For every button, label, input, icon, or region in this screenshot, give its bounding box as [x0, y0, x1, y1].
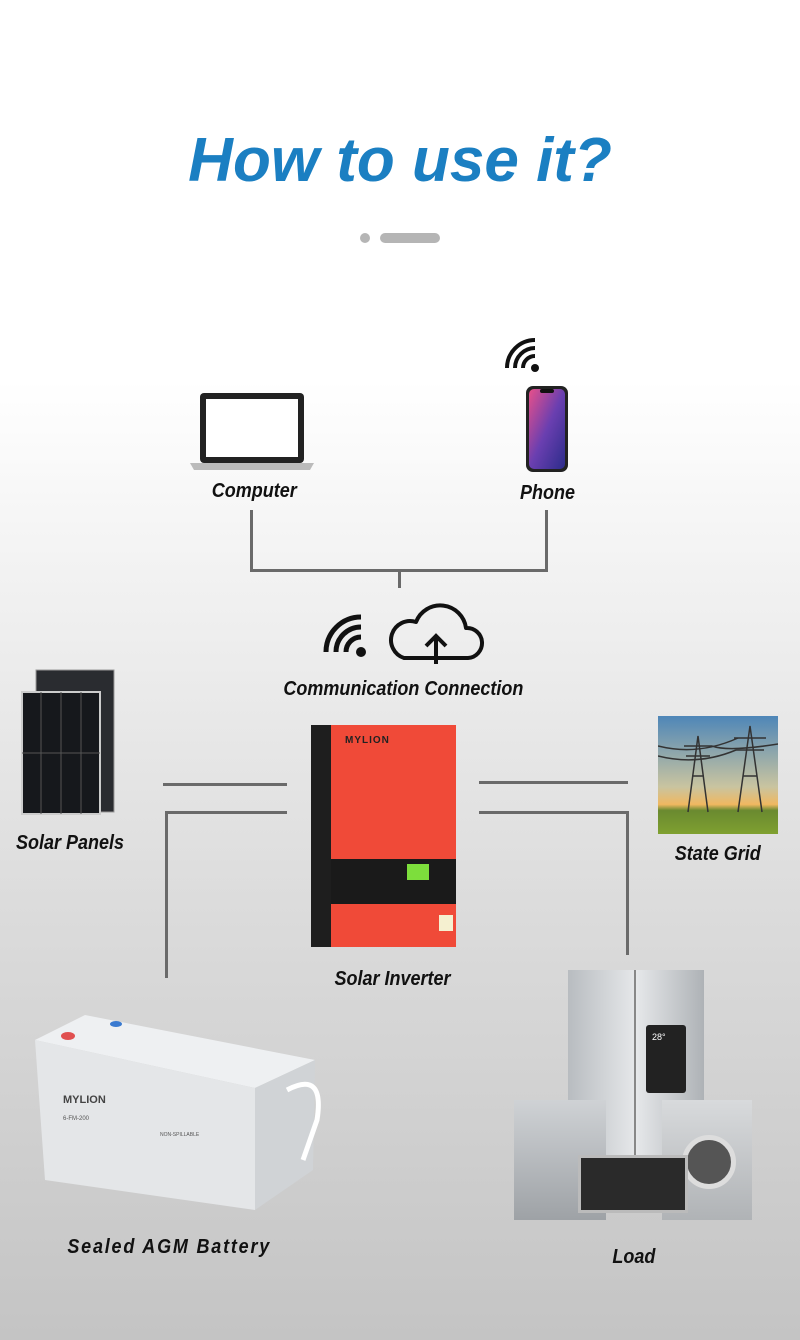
brand-logo: MYLION — [345, 735, 390, 746]
connector-line — [250, 510, 253, 572]
connector-line — [165, 811, 168, 978]
phone-icon — [526, 386, 568, 472]
battery-model: 6-FM-200 — [63, 1116, 90, 1122]
load-appliances-image: 28° — [514, 970, 754, 1225]
connector-line — [163, 783, 287, 786]
laptop-icon — [190, 393, 314, 470]
load-label: Load — [612, 1246, 656, 1268]
computer-label: Computer — [211, 480, 297, 502]
wifi-icon — [323, 614, 366, 657]
solar-panels-image — [21, 669, 115, 815]
state-grid-label: State Grid — [674, 843, 761, 865]
communication-label: Communication Connection — [283, 678, 524, 700]
solar-inverter-label: Solar Inverter — [334, 968, 451, 990]
connector-line — [479, 811, 629, 814]
connector-line — [398, 569, 401, 588]
state-grid-image — [658, 716, 778, 834]
connector-line — [165, 811, 287, 814]
cloud-upload-icon — [389, 603, 485, 664]
page-title: How to use it? — [188, 126, 612, 195]
connector-line — [545, 510, 548, 572]
solar-inverter-image: MYLION — [311, 725, 456, 947]
agm-battery-image: MYLION 6-FM-200 NON-SPILLABLE — [35, 1015, 321, 1210]
solar-panels-label: Solar Panels — [16, 832, 125, 854]
phone-label: Phone — [520, 482, 576, 504]
battery-brand: MYLION — [63, 1094, 106, 1106]
connector-line — [626, 811, 629, 955]
battery-tag: NON-SPILLABLE — [160, 1132, 200, 1138]
battery-label: Sealed AGM Battery — [67, 1236, 272, 1258]
fridge-display: 28° — [652, 1032, 666, 1042]
connector-line — [479, 781, 628, 784]
slide-indicator-dot — [360, 233, 370, 243]
slide-indicator-active — [380, 233, 440, 243]
wifi-icon — [505, 338, 539, 372]
